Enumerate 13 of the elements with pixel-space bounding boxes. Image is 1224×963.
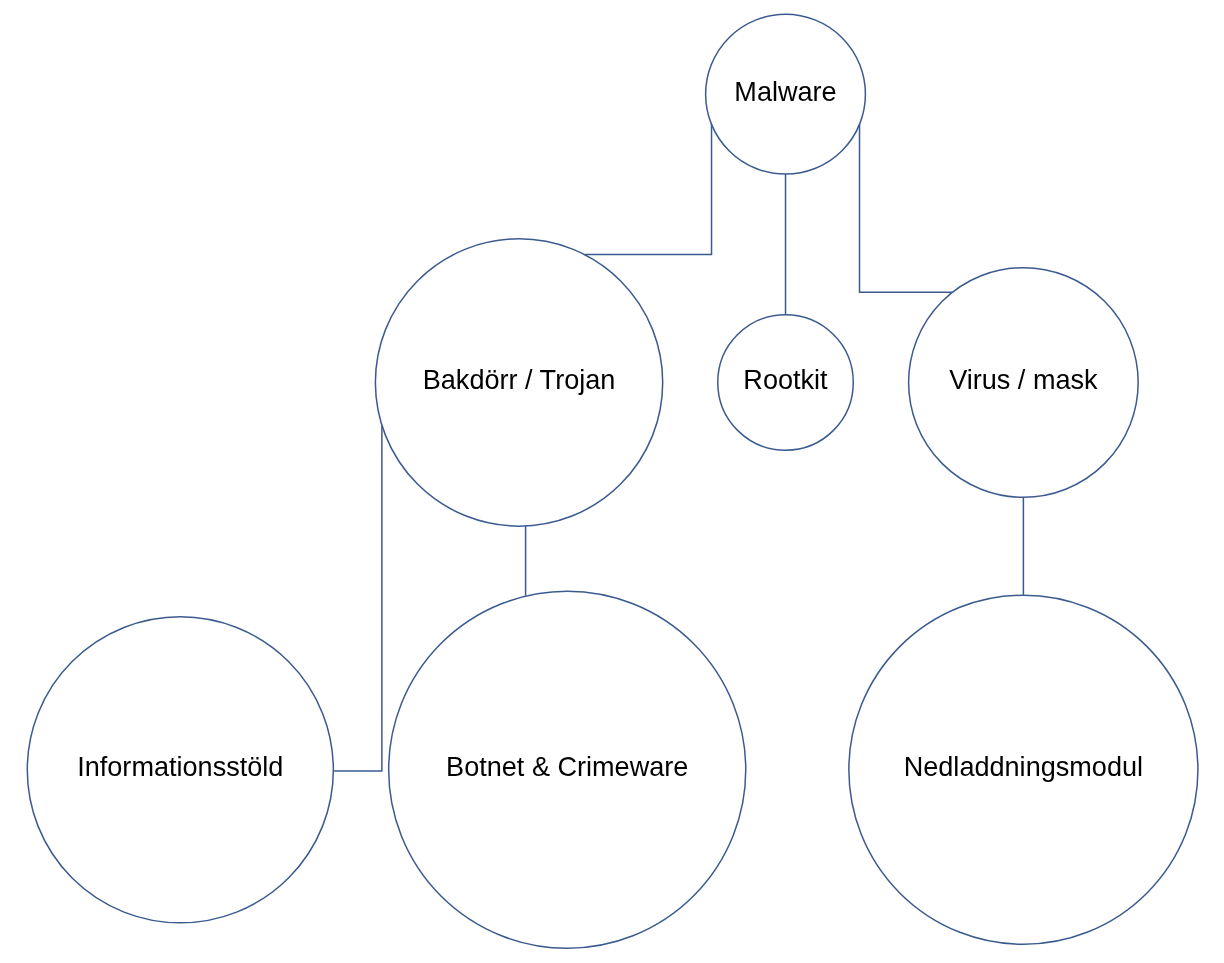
connector <box>1022 496 1024 596</box>
node-circle: Informationsstöld <box>26 616 334 924</box>
node-circle: Rootkit <box>716 313 854 451</box>
connector <box>332 424 383 772</box>
connector <box>583 123 712 256</box>
connector <box>524 525 526 597</box>
node-circle: Virus / mask <box>907 266 1139 499</box>
connector <box>858 123 953 293</box>
connector <box>784 173 786 315</box>
node-circle: Bakdörr / Trojan <box>374 238 663 527</box>
node-circle: Malware <box>704 13 866 175</box>
node-circle: Nedladdningsmodul <box>847 594 1199 946</box>
node-circle: Botnet & Crimeware <box>387 590 746 950</box>
